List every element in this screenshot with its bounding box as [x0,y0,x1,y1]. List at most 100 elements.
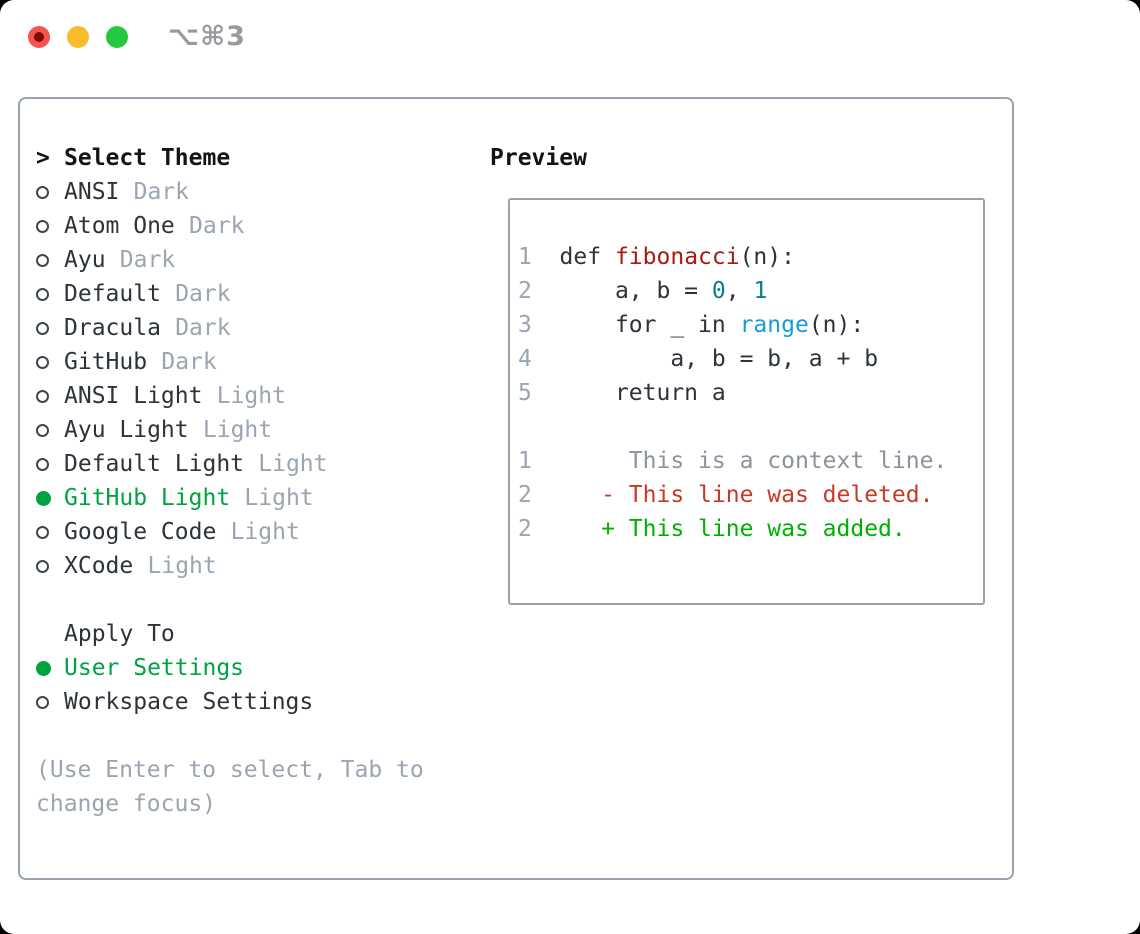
theme-option[interactable]: Google Code Light [36,515,471,549]
option-label: XCode [64,553,134,579]
theme-variant-tag: Light [147,553,217,579]
code-segment: (n): [808,312,865,338]
option-label: Default Light [64,451,245,477]
code-segment: return a [531,380,726,406]
code-line: 2 + This line was added. [518,512,983,546]
close-button[interactable] [28,26,50,48]
radio-icon [36,423,64,437]
code-segment: - This line was deleted. [601,482,934,508]
option-label: Workspace Settings [64,689,314,715]
code-segment: 0 [711,278,726,304]
apply-to-header-row: Apply To [36,617,471,651]
radio-icon [36,185,64,199]
option-label: User Settings [64,655,245,681]
code-segment: 4 [518,346,532,372]
radio-icon [36,253,64,267]
apply-to-option[interactable]: User Settings [36,651,471,685]
minimize-button[interactable] [67,26,89,48]
option-label: Google Code [64,519,217,545]
code-segment: 1 [518,448,532,474]
theme-option[interactable]: ANSI Light Light [36,379,471,413]
code-segment: 2 [518,278,532,304]
code-segment: (n): [739,244,795,270]
code-line: 1 def fibonacci(n): [518,240,983,274]
radio-icon [36,287,64,301]
theme-variant-tag: Dark [161,349,217,375]
selection-cursor: > [36,145,50,171]
code-segment: 1 [753,278,768,304]
radio-selected-icon [36,660,64,676]
code-segment: fibonacci [614,244,740,270]
theme-option[interactable]: Atom One Dark [36,209,471,243]
code-line [518,410,983,444]
code-line: 2 - This line was deleted. [518,478,983,512]
code-segment [532,516,601,542]
code-line: 4 a, b = b, a + b [518,342,983,376]
theme-variant-tag: Light [258,451,328,477]
theme-option[interactable]: XCode Light [36,549,471,583]
code-segment: 5 [518,380,532,406]
theme-selector-panel [18,97,1014,880]
spacer [36,583,471,617]
code-segment: + This line was added. [601,516,906,542]
theme-variant-tag: Light [202,417,273,443]
code-segment: a, b = b, a + b [531,346,879,372]
select-theme-title: Select Theme [64,145,231,171]
option-label: Ayu [64,247,106,273]
code-segment: , [725,278,754,304]
code-segment: a, b = [531,278,712,304]
preview-title: Preview [490,145,587,171]
keyboard-hint: (Use Enter to select, Tab to change focu… [36,757,424,817]
theme-variant-tag: Dark [189,213,245,239]
zoom-button[interactable] [106,26,128,48]
radio-icon [36,695,64,709]
code-line: 3 for _ in range(n): [518,308,983,342]
option-label: Atom One [64,213,175,239]
code-segment: 1 [518,244,532,270]
theme-variant-tag: Dark [119,247,176,273]
code-segment: 3 [518,312,532,338]
theme-option[interactable]: Dracula Dark [36,311,471,345]
option-label: Dracula [64,315,161,341]
code-segment: This is a context line. [531,448,948,474]
window-titlebar [28,26,128,48]
theme-option[interactable]: Default Light Light [36,447,471,481]
radio-icon [36,559,64,573]
theme-option[interactable]: ANSI Dark [36,175,471,209]
radio-icon [36,457,64,471]
code-segment: 2 [518,516,532,542]
option-label: ANSI [64,179,120,205]
code-segment: def [531,244,615,270]
code-line: 2 a, b = 0, 1 [518,274,983,308]
theme-variant-tag: Dark [133,179,190,205]
radio-icon [36,355,64,369]
theme-variant-tag: Light [244,485,314,511]
apply-to-title: Apply To [64,621,175,647]
theme-option[interactable]: Ayu Dark [36,243,471,277]
code-segment: for _ in [531,312,740,338]
window-title-shortcut: ⌥⌘3 [168,21,246,52]
radio-icon [36,219,64,233]
radio-icon [36,389,64,403]
theme-option[interactable]: Ayu Light Light [36,413,471,447]
theme-variant-tag: Light [216,383,286,409]
apply-to-option[interactable]: Workspace Settings [36,685,471,719]
radio-icon [36,525,64,539]
radio-selected-icon [36,490,64,506]
option-label: Ayu Light [64,417,189,443]
theme-variant-tag: Dark [175,315,231,341]
code-segment [532,482,601,508]
option-label: Default [64,281,161,307]
theme-variant-tag: Light [230,519,300,545]
option-label: ANSI Light [64,383,203,409]
radio-icon [36,321,64,335]
